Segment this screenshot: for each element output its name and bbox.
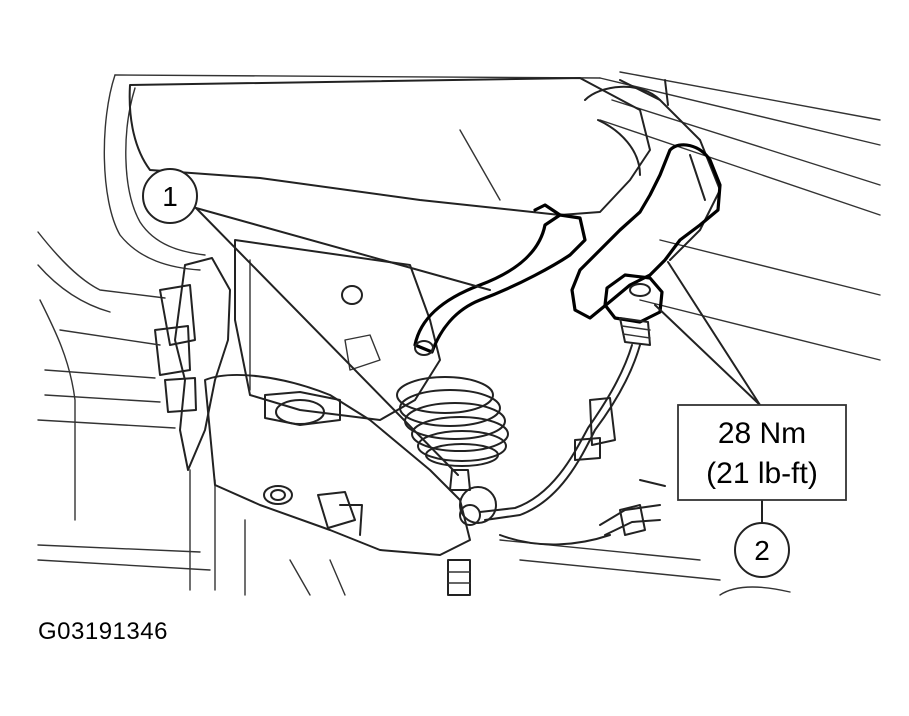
torque-spec-box — [677, 404, 847, 501]
callout-2-leader-b — [654, 304, 761, 406]
control-cable — [459, 344, 666, 546]
callout-1-number: 1 — [162, 181, 178, 212]
actuating-arm — [413, 203, 587, 356]
lower-bolt — [447, 559, 471, 596]
torque-metric: 28 Nm — [718, 417, 806, 450]
vehicle-frame-lines — [37, 71, 881, 596]
callout-1-leader-b — [195, 207, 459, 476]
upper-crossmember — [128, 77, 721, 261]
torque-imperial: (21 lb-ft) — [706, 457, 818, 490]
return-spring — [396, 376, 509, 491]
torque-nut — [603, 273, 664, 346]
callout-1-leader-a — [195, 207, 491, 291]
callout-2: 28 Nm (21 lb-ft) 2 — [654, 261, 847, 578]
lever-arm — [44, 257, 471, 556]
callout-2-leader-a — [667, 261, 761, 406]
callout-2-circle — [734, 522, 790, 578]
pedal-bracket — [234, 239, 441, 421]
crop-mask — [0, 597, 909, 716]
figure-id: G03191346 — [38, 618, 168, 645]
callout-1: 1 — [142, 168, 491, 476]
clamp-bracket — [570, 143, 722, 320]
callout-1-circle — [142, 168, 198, 224]
callout-2-number: 2 — [754, 535, 770, 566]
